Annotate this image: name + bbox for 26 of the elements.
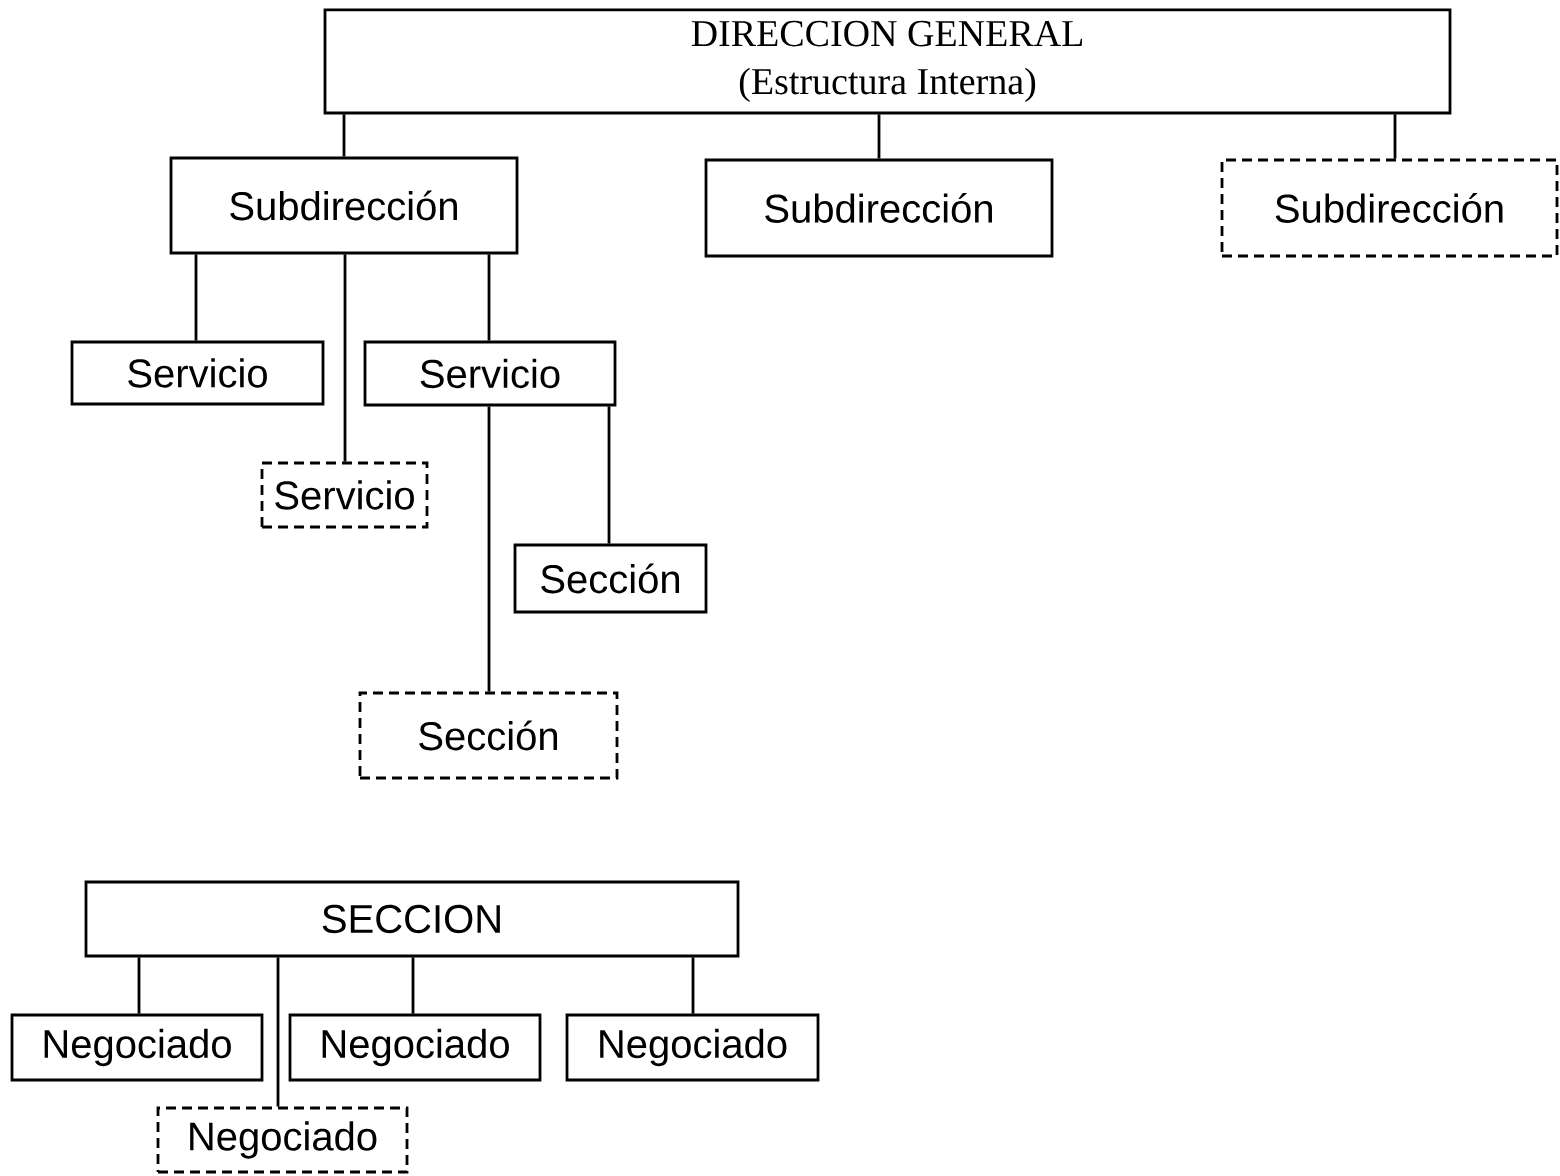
dashed-box: Sección: [358, 691, 619, 780]
connector-line: [1393, 114, 1397, 159]
org-box: Sección: [513, 543, 708, 614]
connector-line: [877, 114, 881, 159]
connector-line: [607, 406, 611, 544]
org-box: DIRECCION GENERAL (Estructura Interna): [323, 8, 1452, 115]
org-box: Servicio: [363, 340, 617, 407]
connector-line: [487, 254, 491, 341]
dashed-box: Negociado: [156, 1106, 409, 1174]
org-box: Negociado: [10, 1013, 264, 1082]
connector-line: [411, 957, 415, 1014]
dashed-box: Servicio: [260, 461, 429, 529]
org-box: Negociado: [288, 1013, 542, 1082]
org-box: Servicio: [70, 340, 325, 406]
connector-line: [276, 957, 280, 1107]
dashed-box: Subdirección: [1220, 158, 1559, 258]
connector-line: [194, 254, 198, 341]
connector-line: [342, 114, 346, 157]
org-box: Negociado: [565, 1013, 820, 1082]
org-box: Subdirección: [169, 156, 519, 255]
connector-line: [691, 957, 695, 1014]
org-box: SECCION: [84, 880, 740, 958]
org-box: Subdirección: [704, 158, 1054, 258]
connector-line: [487, 406, 491, 692]
connector-line: [343, 254, 347, 462]
connector-line: [137, 957, 141, 1014]
